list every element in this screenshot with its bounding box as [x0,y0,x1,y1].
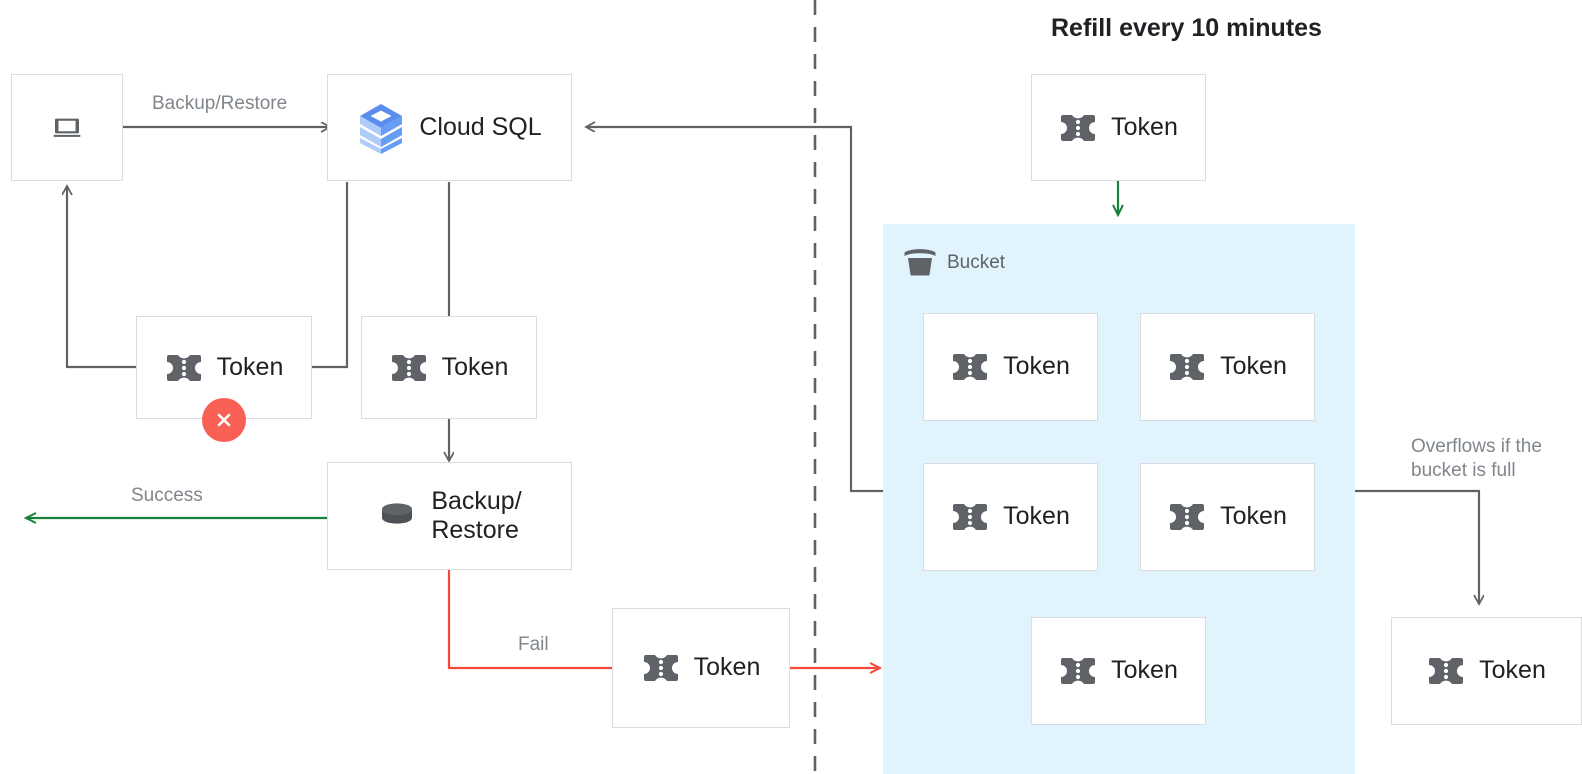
close-icon [217,413,231,427]
bucket-token-box[interactable]: Token [923,313,1098,421]
token-label: Token [216,352,284,381]
token-label: Token [1003,352,1070,381]
token-box-refill[interactable]: Token [1031,74,1206,181]
cloud-sql-icon [357,102,405,154]
error-x-badge [202,398,246,442]
laptop-icon [47,112,87,144]
client-box[interactable] [11,74,123,181]
token-icon [165,353,203,383]
token-box-ok[interactable]: Token [361,316,537,419]
bucket-token-box[interactable]: Token [923,463,1098,571]
token-icon [1059,656,1097,686]
token-box-overflow[interactable]: Token [1391,617,1582,725]
token-icon [951,352,989,382]
token-label: Token [1220,502,1287,531]
token-icon [642,653,680,683]
token-label: Token [1111,112,1178,141]
bucket-header: Bucket [902,246,1005,278]
token-icon [1427,656,1465,686]
token-icon [1168,502,1206,532]
bucket-label: Bucket [947,251,1006,273]
page-title: Refill every 10 minutes [1051,14,1322,42]
bucket-icon [902,246,938,278]
edge-label-backup-restore: Backup/Restore [152,93,288,114]
bucket-token-box[interactable]: Token [1031,617,1206,725]
backup-restore-label: Backup/ Restore [431,486,522,545]
backup-restore-box[interactable]: Backup/ Restore [327,462,572,570]
token-label: Token [1479,656,1546,685]
bucket-token-box[interactable]: Token [1140,463,1315,571]
token-icon [1059,113,1097,143]
cloud-sql-box[interactable]: Cloud SQL [327,74,572,181]
token-label: Token [1111,656,1178,685]
edge-label-fail: Fail [518,634,549,655]
token-label: Token [1003,502,1070,531]
edge-label-success: Success [131,485,203,506]
token-label: Token [441,352,509,381]
token-box-fail-out[interactable]: Token [612,608,790,728]
token-label: Token [1220,352,1287,381]
token-icon [951,502,989,532]
edge-label-overflow: Overflows if the bucket is full [1411,436,1542,482]
token-label: Token [693,653,761,682]
bucket-token-box[interactable]: Token [1140,313,1315,421]
cloud-sql-label: Cloud SQL [419,112,542,141]
database-icon [377,499,417,533]
token-icon [1168,352,1206,382]
token-icon [390,353,428,383]
